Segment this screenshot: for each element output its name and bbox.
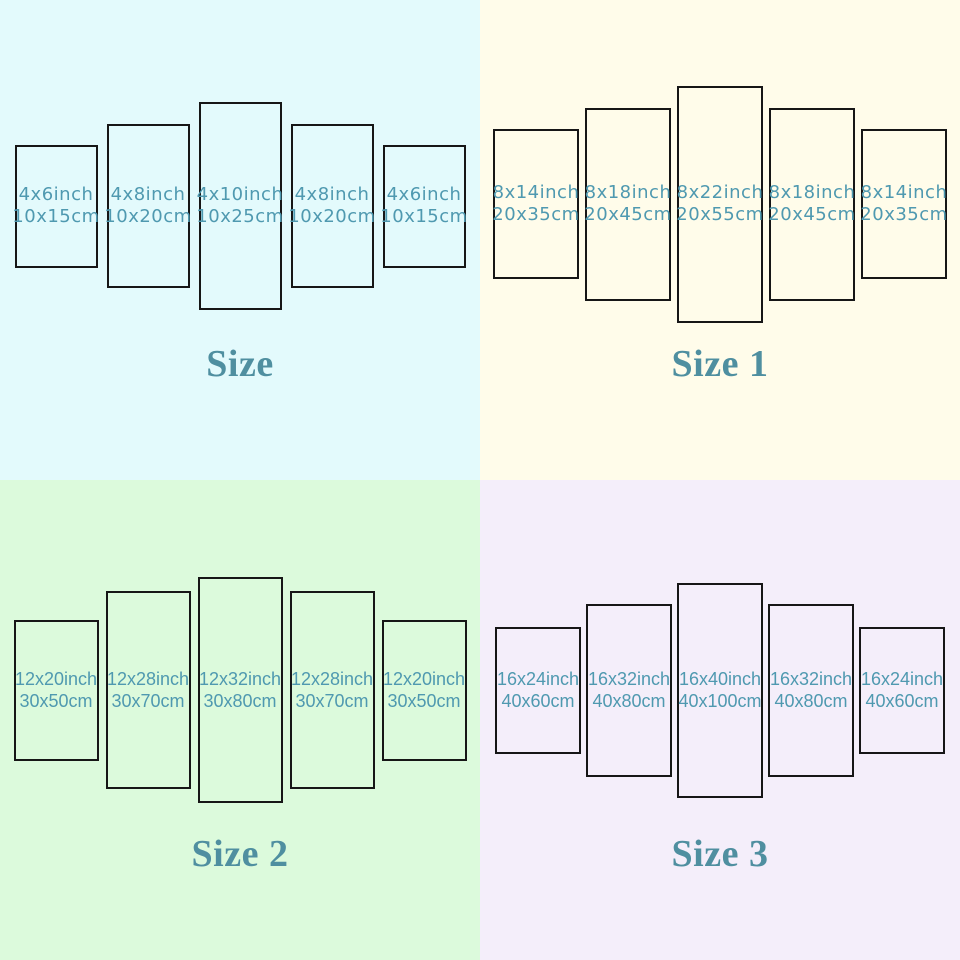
- panel-size-cm: 10x20cm: [104, 206, 192, 227]
- canvas-panel: 16x32inch 40x80cm: [768, 603, 854, 777]
- panel-size-cm: 40x80cm: [592, 691, 666, 711]
- panel-size-cm: 10x25cm: [196, 206, 284, 227]
- panel-size-label: 16x32inch 40x80cm: [588, 668, 670, 712]
- panel-size-inch: 8x14inch: [860, 182, 948, 203]
- panel-size-label: 16x32inch 40x80cm: [770, 668, 852, 712]
- panel-size-inch: 12x20inch: [382, 669, 466, 689]
- canvas-panel: 8x18inch 20x45cm: [584, 107, 671, 301]
- panel-size-label: 8x18inch 20x45cm: [768, 182, 855, 226]
- panel-size-cm: 40x80cm: [774, 691, 848, 711]
- panel-size-cm: 40x100cm: [678, 691, 762, 711]
- canvas-panel: 16x24inch 40x60cm: [495, 626, 581, 754]
- panel-size-cm: 10x20cm: [288, 206, 376, 227]
- panel-size-label: 12x32inch 30x80cm: [199, 668, 281, 712]
- panel-size-inch: 12x20inch: [14, 669, 98, 689]
- panel-size-inch: 4x6inch: [18, 184, 94, 205]
- panel-size-label: 4x8inch 10x20cm: [288, 184, 375, 228]
- canvas-panel: 12x28inch 30x70cm: [289, 591, 375, 789]
- canvas-panel: 4x10inch 10x25cm: [196, 102, 283, 310]
- canvas-panel: 4x8inch 10x20cm: [104, 124, 191, 288]
- panel-size-cm: 20x45cm: [768, 204, 856, 225]
- panel-size-inch: 4x10inch: [196, 184, 284, 205]
- quadrant-title: Size 3: [671, 833, 769, 875]
- canvas-panel: 4x6inch 10x15cm: [12, 144, 99, 268]
- panel-row: 8x14inch 20x35cm 8x18inch 20x45cm 8x22in…: [480, 0, 960, 408]
- panel-size-cm: 30x50cm: [387, 691, 461, 711]
- quadrant-size-1: 8x14inch 20x35cm 8x18inch 20x45cm 8x22in…: [480, 0, 960, 480]
- panel-size-cm: 30x80cm: [203, 691, 277, 711]
- panel-size-cm: 20x35cm: [860, 204, 948, 225]
- panel-size-label: 12x28inch 30x70cm: [107, 668, 189, 712]
- quadrant-title: Size 1: [671, 343, 769, 385]
- panel-size-cm: 30x70cm: [111, 691, 185, 711]
- quadrant-title: Size: [206, 343, 274, 385]
- panel-size-inch: 8x18inch: [584, 182, 672, 203]
- canvas-panel: 8x18inch 20x45cm: [768, 107, 855, 301]
- canvas-panel: 12x20inch 30x50cm: [13, 619, 99, 761]
- panel-size-inch: 16x32inch: [769, 669, 853, 689]
- quadrant-size-2: 12x20inch 30x50cm 12x28inch 30x70cm 12x3…: [0, 480, 480, 960]
- canvas-panel: 12x32inch 30x80cm: [197, 577, 283, 803]
- canvas-panel: 4x8inch 10x20cm: [288, 124, 375, 288]
- panel-size-label: 4x6inch 10x15cm: [380, 184, 467, 228]
- canvas-panel: 16x24inch 40x60cm: [859, 626, 945, 754]
- panel-size-inch: 12x28inch: [106, 669, 190, 689]
- panel-size-cm: 10x15cm: [380, 206, 468, 227]
- panel-row: 16x24inch 40x60cm 16x32inch 40x80cm 16x4…: [480, 480, 960, 900]
- panel-size-inch: 8x18inch: [768, 182, 856, 203]
- panel-size-label: 8x18inch 20x45cm: [584, 182, 671, 226]
- panel-size-inch: 16x32inch: [587, 669, 671, 689]
- canvas-panel: 8x14inch 20x35cm: [492, 129, 579, 279]
- panel-size-cm: 40x60cm: [865, 691, 939, 711]
- panel-size-cm: 30x70cm: [295, 691, 369, 711]
- panel-size-cm: 30x50cm: [19, 691, 93, 711]
- panel-size-label: 4x10inch 10x25cm: [196, 184, 283, 228]
- panel-size-label: 8x14inch 20x35cm: [860, 182, 947, 226]
- panel-size-inch: 8x14inch: [492, 182, 580, 203]
- canvas-panel: 8x14inch 20x35cm: [860, 129, 947, 279]
- panel-size-label: 16x24inch 40x60cm: [861, 668, 943, 712]
- panel-size-inch: 8x22inch: [676, 182, 764, 203]
- panel-size-inch: 4x8inch: [294, 184, 370, 205]
- panel-size-label: 12x20inch 30x50cm: [383, 668, 465, 712]
- canvas-panel: 16x32inch 40x80cm: [586, 603, 672, 777]
- canvas-panel: 8x22inch 20x55cm: [676, 85, 763, 323]
- panel-size-cm: 40x60cm: [501, 691, 575, 711]
- panel-size-cm: 20x35cm: [492, 204, 580, 225]
- canvas-panel: 16x40inch 40x100cm: [677, 582, 763, 798]
- panel-size-label: 8x14inch 20x35cm: [492, 182, 579, 226]
- panel-size-label: 16x40inch 40x100cm: [678, 668, 761, 712]
- quadrant-size: 4x6inch 10x15cm 4x8inch 10x20cm 4x10inch…: [0, 0, 480, 480]
- panel-size-label: 8x22inch 20x55cm: [676, 182, 763, 226]
- canvas-panel: 4x6inch 10x15cm: [380, 144, 467, 268]
- quadrant-size-3: 16x24inch 40x60cm 16x32inch 40x80cm 16x4…: [480, 480, 960, 960]
- canvas-panel: 12x20inch 30x50cm: [381, 619, 467, 761]
- canvas-panel: 12x28inch 30x70cm: [105, 591, 191, 789]
- panel-size-inch: 16x40inch: [678, 669, 762, 689]
- panel-size-inch: 12x32inch: [198, 669, 282, 689]
- quadrant-title: Size 2: [191, 833, 289, 875]
- panel-size-cm: 10x15cm: [12, 206, 100, 227]
- panel-row: 4x6inch 10x15cm 4x8inch 10x20cm 4x10inch…: [0, 0, 480, 412]
- panel-size-label: 4x8inch 10x20cm: [104, 184, 191, 228]
- panel-size-cm: 20x55cm: [676, 204, 764, 225]
- panel-size-cm: 20x45cm: [584, 204, 672, 225]
- panel-size-label: 16x24inch 40x60cm: [497, 668, 579, 712]
- panel-size-inch: 12x28inch: [290, 669, 374, 689]
- panel-size-inch: 4x6inch: [386, 184, 462, 205]
- panel-size-label: 4x6inch 10x15cm: [12, 184, 99, 228]
- panel-size-inch: 16x24inch: [860, 669, 944, 689]
- panel-size-inch: 4x8inch: [110, 184, 186, 205]
- panel-size-label: 12x28inch 30x70cm: [291, 668, 373, 712]
- panel-size-label: 12x20inch 30x50cm: [15, 668, 97, 712]
- panel-row: 12x20inch 30x50cm 12x28inch 30x70cm 12x3…: [0, 480, 480, 900]
- panel-size-inch: 16x24inch: [496, 669, 580, 689]
